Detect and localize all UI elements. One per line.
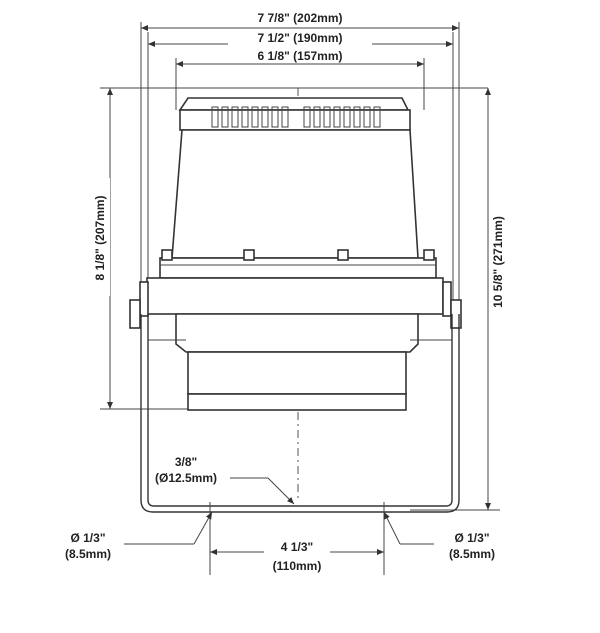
overall-height-label: 10 5/8" (271mm) <box>491 216 505 308</box>
left-hole-fraction: Ø 1/3" <box>70 531 105 545</box>
overall-width-label: 7 7/8" (202mm) <box>257 11 342 25</box>
right-hole-fraction: Ø 1/3" <box>454 531 489 545</box>
callout-right-hole: Ø 1/3" (8.5mm) <box>383 511 495 561</box>
u-bracket <box>140 314 460 513</box>
extension-lines <box>100 22 500 511</box>
hole-spacing-fraction: 4 1/3" <box>281 540 313 554</box>
dim-overall-width: 7 7/8" (202mm) <box>141 10 459 31</box>
center-hole-fraction: 3/8" <box>175 455 197 469</box>
center-hole-mm: (Ø12.5mm) <box>155 471 217 485</box>
callout-center-hole: 3/8" (Ø12.5mm) <box>155 455 295 505</box>
left-pivot-bolt <box>129 299 141 329</box>
dim-bracket-width: 7 1/2" (190mm) <box>148 30 453 47</box>
dim-body-height: 8 1/8" (207mm) <box>93 88 113 409</box>
hole-spacing-mm: (110mm) <box>273 559 322 573</box>
housing-width-label: 6 1/8" (157mm) <box>257 49 342 63</box>
right-hole-mm: (8.5mm) <box>449 547 495 561</box>
bracket-width-label: 7 1/2" (190mm) <box>257 31 342 45</box>
flange-screws <box>161 249 435 261</box>
body-height-label: 8 1/8" (207mm) <box>93 195 107 280</box>
dim-housing-width: 6 1/8" (157mm) <box>176 48 424 67</box>
heat-sink-housing <box>171 97 419 259</box>
bottom-mounting-holes: 4 1/3" (110mm) <box>209 502 385 575</box>
callout-left-hole: Ø 1/3" (8.5mm) <box>65 511 213 561</box>
left-hole-mm: (8.5mm) <box>65 547 111 561</box>
fixture-main-body <box>129 277 462 411</box>
dim-overall-height: 10 5/8" (271mm) <box>485 88 506 510</box>
right-pivot-bolt <box>450 299 462 329</box>
